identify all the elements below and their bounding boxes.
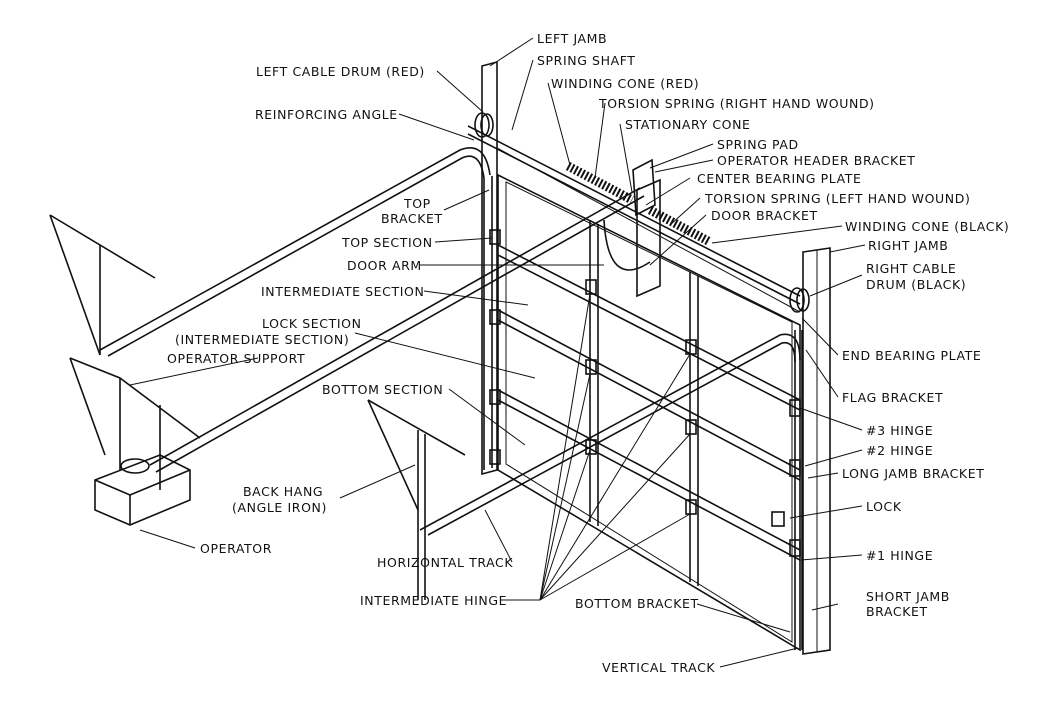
label-hinge-2: #2 HINGE [866,443,934,458]
label-bottom-bracket: BOTTOM BRACKET [575,596,699,611]
label-vertical-track: VERTICAL TRACK [602,660,716,675]
label-end-bearing-plate: END BEARING PLATE [842,348,982,363]
label-torsion-spring-left: TORSION SPRING (LEFT HAND WOUND) [705,191,971,206]
label-right-jamb: RIGHT JAMB [868,238,949,253]
label-back-hang-line1: BACK HANG [243,484,324,499]
label-top-bracket-line1: TOP [404,196,431,211]
right-horizontal-track [419,333,801,536]
left-vertical-track [483,176,493,470]
upper-back-hang [49,214,156,356]
right-jamb [802,247,831,655]
left-jamb [481,60,498,476]
right-vertical-track [771,330,803,650]
label-right-cable-drum-line2: DRUM (BLACK) [866,277,967,292]
left-horizontal-track [99,147,491,357]
label-long-jamb-bracket: LONG JAMB BRACKET [842,466,985,481]
label-spring-pad: SPRING PAD [717,137,799,152]
label-horizontal-track: HORIZONTAL TRACK [377,555,514,570]
label-hinge-3: #3 HINGE [866,423,934,438]
label-door-bracket: DOOR BRACKET [711,208,818,223]
label-center-bearing-plate: CENTER BEARING PLATE [697,171,862,186]
label-winding-cone-black: WINDING CONE (BLACK) [845,219,1010,234]
label-operator-support: OPERATOR SUPPORT [167,351,306,366]
label-back-hang-line2: (ANGLE IRON) [232,500,327,515]
door-panel [489,173,801,652]
leader-lines [129,37,866,668]
label-short-jamb-bracket-line1: SHORT JAMB [866,589,950,604]
right-cable-drum [789,287,810,313]
label-winding-cone-red: WINDING CONE (RED) [551,76,700,91]
label-lock-section-line2: (INTERMEDIATE SECTION) [175,332,350,347]
label-spring-shaft: SPRING SHAFT [537,53,636,68]
label-lock: LOCK [866,499,902,514]
operator-header-bracket [632,158,661,298]
operator-rail [149,187,645,473]
label-lock-section-line1: LOCK SECTION [262,316,362,331]
label-operator-header-bracket: OPERATOR HEADER BRACKET [717,153,916,168]
label-stationary-cone: STATIONARY CONE [625,117,751,132]
label-intermediate-hinge: INTERMEDIATE HINGE [360,593,508,608]
label-bottom-section: BOTTOM SECTION [322,382,444,397]
spring-shaft [467,125,801,313]
label-short-jamb-bracket-line2: BRACKET [866,604,928,619]
torsion-spring-right [565,162,635,204]
label-top-section: TOP SECTION [342,235,433,250]
back-hang [367,399,466,600]
label-reinforcing-angle: REINFORCING ANGLE [255,107,398,122]
label-left-cable-drum: LEFT CABLE DRUM (RED) [256,64,425,79]
label-flag-bracket: FLAG BRACKET [842,390,944,405]
label-door-arm: DOOR ARM [347,258,422,273]
torsion-spring-left [647,206,713,246]
operator-unit [94,454,191,526]
door-arm [603,219,651,271]
label-torsion-spring-right: TORSION SPRING (RIGHT HAND WOUND) [599,96,875,111]
label-right-cable-drum-line1: RIGHT CABLE [866,261,957,276]
label-top-bracket-line2: BRACKET [381,211,443,226]
label-hinge-1: #1 HINGE [866,548,934,563]
label-operator: OPERATOR [200,541,272,556]
left-cable-drum [474,112,494,138]
operator-support [69,357,201,490]
label-left-jamb: LEFT JAMB [537,31,608,46]
label-intermediate-section: INTERMEDIATE SECTION [261,284,425,299]
